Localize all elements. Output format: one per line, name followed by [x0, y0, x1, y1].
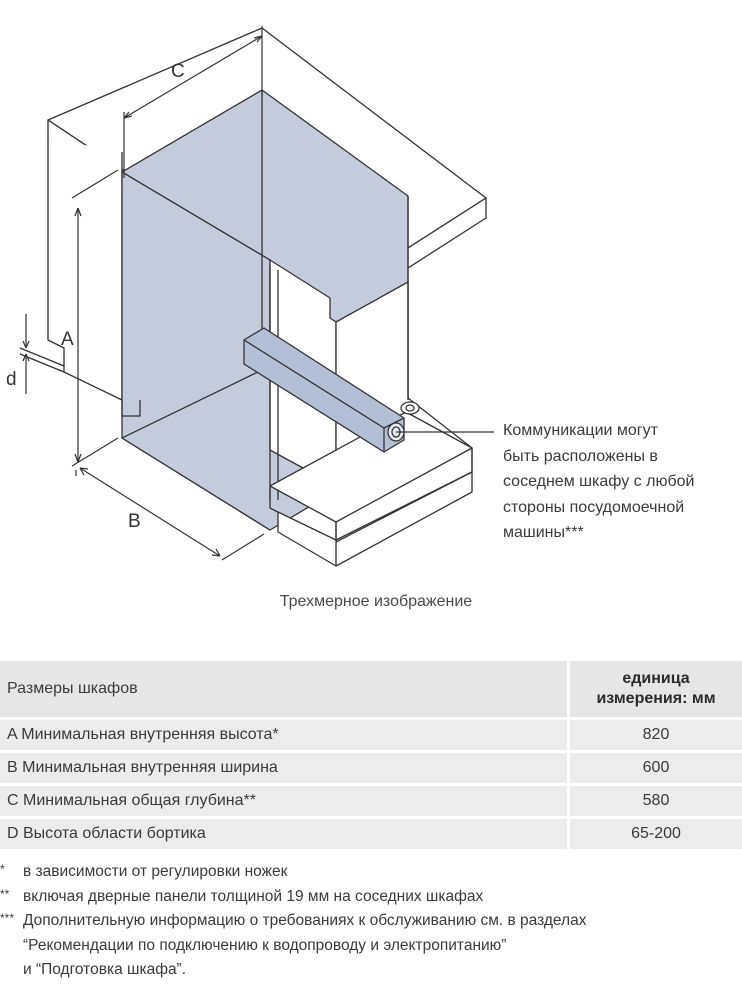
floor-outlet [400, 401, 420, 415]
header-cabinet-dimensions: Размеры шкафов [0, 661, 569, 719]
footnote-mark: ** [0, 886, 10, 901]
cabinet-3d-diagram: C A B d [6, 26, 494, 567]
footnote-continuation: и “Подготовка шкафа”. [0, 958, 742, 983]
footnote-mark: *** [0, 911, 15, 925]
dimension-c-line [123, 35, 263, 119]
callout-line: стороны посудомоечной [503, 498, 685, 516]
row-label: C Минимальная общая глубина** [0, 783, 569, 818]
left-cabinet-side [47, 138, 123, 401]
header-unit: единица измерения: мм [567, 661, 742, 719]
callout-line: быть расположены в [503, 447, 658, 465]
table-header-row: Размеры шкафов единица измерения: мм [0, 661, 742, 719]
label-c: C [171, 61, 185, 82]
footnotes: * в зависимости от регулировки ножек ** … [0, 860, 742, 983]
footnote-text: и “Подготовка шкафа”. [23, 961, 187, 978]
header-unit-line1: единица [622, 670, 690, 687]
table-row: D Высота области бортика 65-200 [0, 816, 742, 849]
label-b: B [128, 511, 141, 532]
footnote-mark: * [0, 862, 5, 876]
table-row: B Минимальная внутренняя ширина 600 [0, 750, 742, 785]
diagram-caption: Трехмерное изображение [279, 593, 473, 610]
row-value: 820 [567, 717, 742, 752]
row-value: 65-200 [567, 816, 742, 849]
footnote-text: в зависимости от регулировки ножек [23, 863, 288, 880]
dimension-b-line [79, 467, 221, 557]
row-value: 580 [567, 783, 742, 818]
footnote-text: “Рекомендации по подключению к водопрово… [23, 936, 507, 954]
label-d: d [6, 369, 17, 390]
row-value: 600 [567, 750, 742, 785]
footnote-continuation: “Рекомендации по подключению к водопрово… [0, 934, 742, 959]
callout-line: Коммуникации могут [503, 422, 658, 439]
row-label: A Минимальная внутренняя высота* [0, 717, 569, 752]
header-unit-line2: измерения: мм [596, 690, 716, 707]
table-row: A Минимальная внутренняя высота* 820 [0, 717, 742, 752]
table-row: C Минимальная общая глубина** 580 [0, 783, 742, 818]
callout-line: машины*** [503, 524, 584, 541]
communications-callout: Коммуникации могут быть расположены в со… [503, 418, 738, 546]
label-a: A [61, 329, 74, 350]
row-label: D Высота области бортика [0, 816, 569, 849]
callout-line: соседнем шкафу с любой [503, 473, 695, 490]
footnote: ** включая дверные панели толщиной 19 мм… [0, 885, 742, 910]
footnote: * в зависимости от регулировки ножек [0, 860, 742, 885]
row-label: B Минимальная внутренняя ширина [0, 750, 569, 785]
footnote-text: включая дверные панели толщиной 19 мм на… [23, 887, 484, 905]
footnote: *** Дополнительную информацию о требован… [0, 909, 742, 934]
footnote-text: Дополнительную информацию о требованиях … [23, 912, 587, 929]
cabinet-dimensions-table: Размеры шкафов единица измерения: мм A М… [0, 661, 742, 849]
